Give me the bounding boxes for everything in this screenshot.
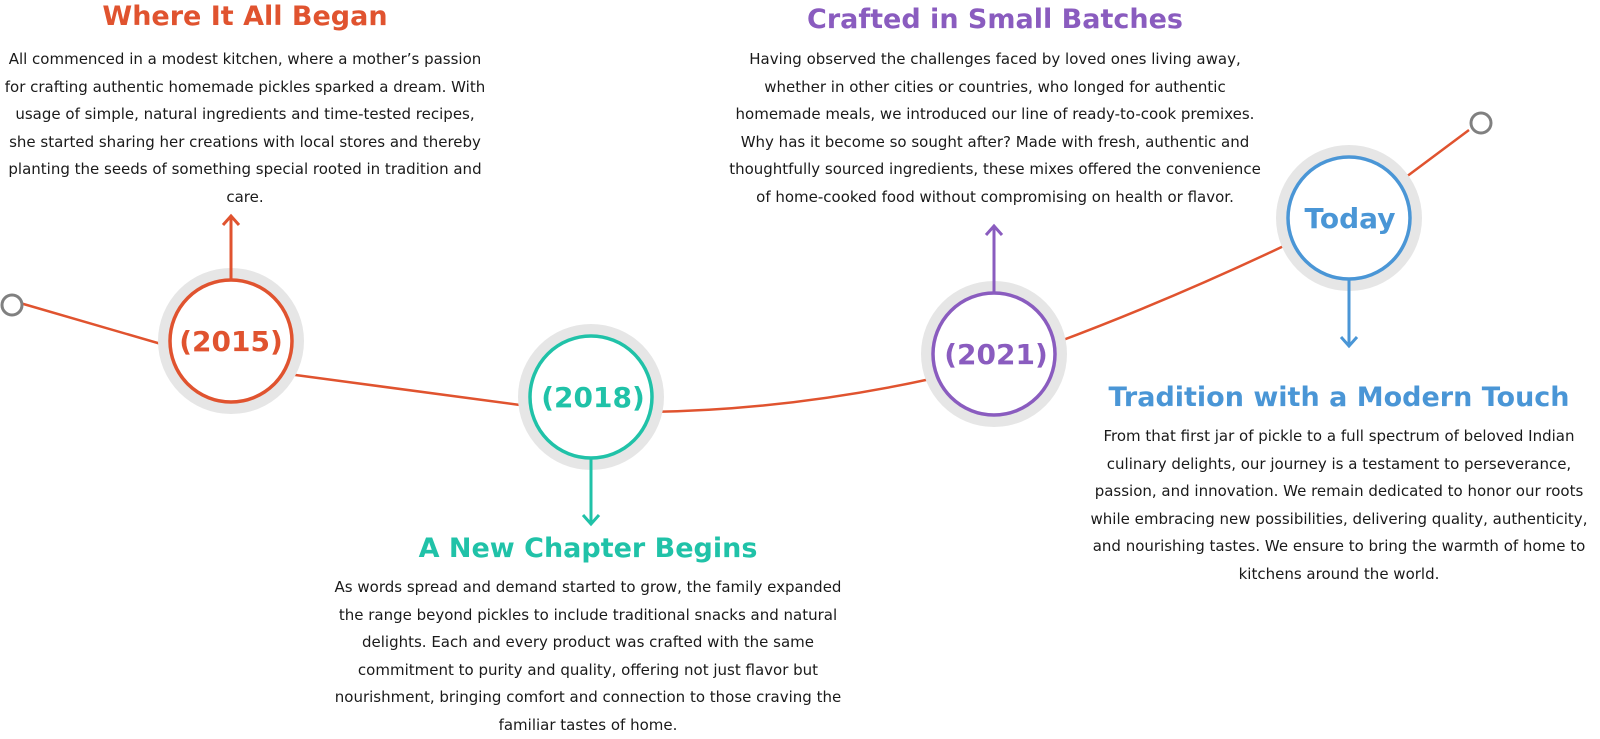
milestone-description: All commenced in a modest kitchen, where… — [4, 50, 486, 206]
milestone-description: Having observed the challenges faced by … — [729, 50, 1261, 206]
arrow-up-head-icon — [984, 223, 1004, 236]
timeline-diagram: (2015) (2018) (2021) Today — [0, 111, 1493, 527]
milestone-batches: Crafted in Small Batches Having observed… — [722, 3, 1268, 211]
milestone-title: Where It All Began — [102, 1, 388, 32]
milestone-node-2015: (2015) — [158, 213, 304, 414]
milestone-title: Crafted in Small Batches — [807, 4, 1183, 35]
milestone-today: Tradition with a Modern Touch From that … — [1082, 381, 1596, 588]
milestone-description: As words spread and demand started to gr… — [334, 578, 842, 734]
milestone-node-2018: (2018) — [518, 324, 664, 527]
arrow-down-head-icon — [581, 514, 601, 527]
milestone-title: Tradition with a Modern Touch — [1108, 382, 1570, 413]
milestone-node-2021: (2021) — [921, 223, 1067, 427]
arrow-up-head-icon — [221, 213, 241, 226]
timeline-end-point — [1469, 111, 1493, 135]
node-label-today: Today — [1305, 202, 1396, 235]
arrow-down-head-icon — [1339, 336, 1359, 349]
milestone-title: A New Chapter Begins — [418, 533, 758, 564]
milestone-began: Where It All Began All commenced in a mo… — [0, 0, 490, 211]
milestone-node-today: Today — [1276, 145, 1422, 349]
milestone-description: From that first jar of pickle to a full … — [1090, 427, 1588, 583]
node-label-2015: (2015) — [179, 325, 283, 358]
milestone-chapter: A New Chapter Begins As words spread and… — [330, 532, 846, 739]
node-label-2021: (2021) — [944, 338, 1048, 371]
timeline-start-point — [0, 293, 24, 317]
node-label-2018: (2018) — [541, 381, 645, 414]
